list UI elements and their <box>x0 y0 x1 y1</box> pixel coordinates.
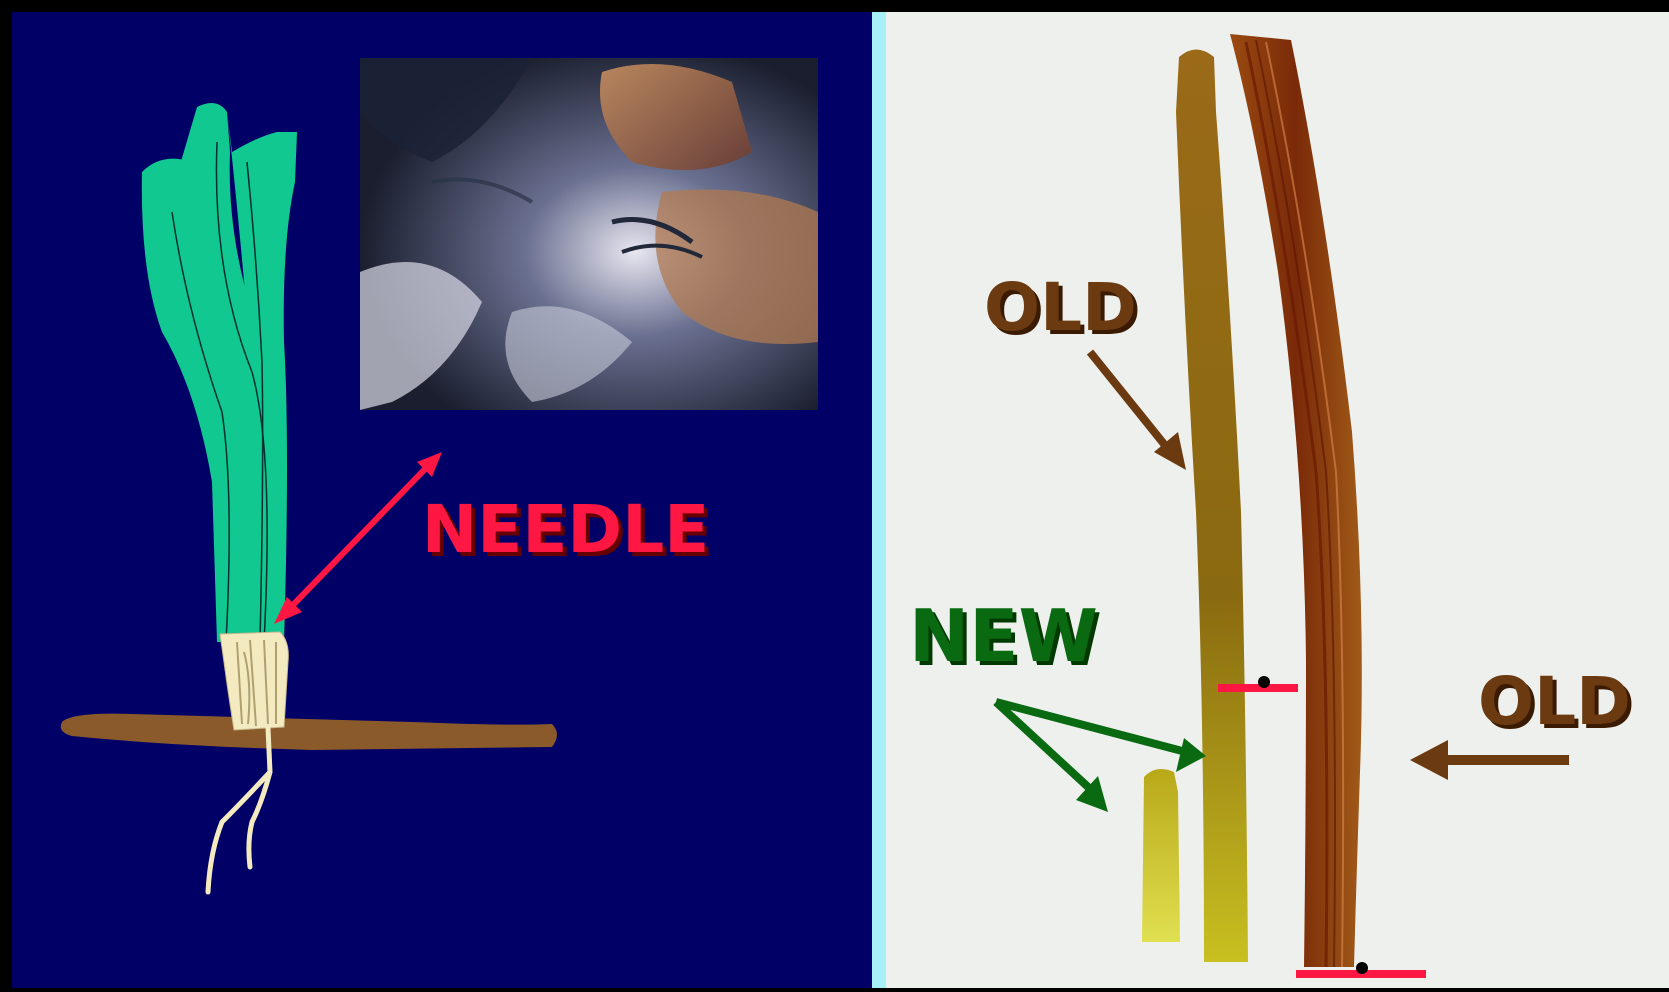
leaf-comparison: OLD OLD NEW NEW OLD OLD <box>886 12 1669 988</box>
old-label-top-group: OLD OLD <box>984 269 1141 350</box>
roots <box>208 728 270 892</box>
old-leaf-2 <box>1230 34 1362 967</box>
old-label-top: OLD <box>984 269 1137 346</box>
seagrass-leaves <box>142 103 297 642</box>
left-panel: NEEDLE NEEDLE <box>12 12 872 988</box>
right-panel: OLD OLD NEW NEW OLD OLD <box>886 12 1669 988</box>
rhizome <box>61 714 557 750</box>
plant-diagram: NEEDLE NEEDLE <box>12 12 872 988</box>
old-label-right-group: OLD OLD <box>1478 663 1635 744</box>
panel-divider <box>872 12 886 988</box>
old-label-right: OLD <box>1478 663 1631 740</box>
new-label-group: NEW NEW <box>909 594 1102 682</box>
old-arrow-top <box>1090 352 1186 470</box>
new-leaf <box>1142 769 1180 942</box>
leaf-sheath <box>220 632 288 730</box>
underwater-photo <box>360 58 818 410</box>
new-label: NEW <box>909 594 1098 678</box>
needle-arrow <box>274 452 442 624</box>
needle-label: NEEDLE <box>422 491 709 568</box>
old-leaf-1 <box>1176 50 1248 963</box>
old-arrow-right <box>1410 740 1569 780</box>
needle-label-group: NEEDLE NEEDLE <box>422 491 713 572</box>
